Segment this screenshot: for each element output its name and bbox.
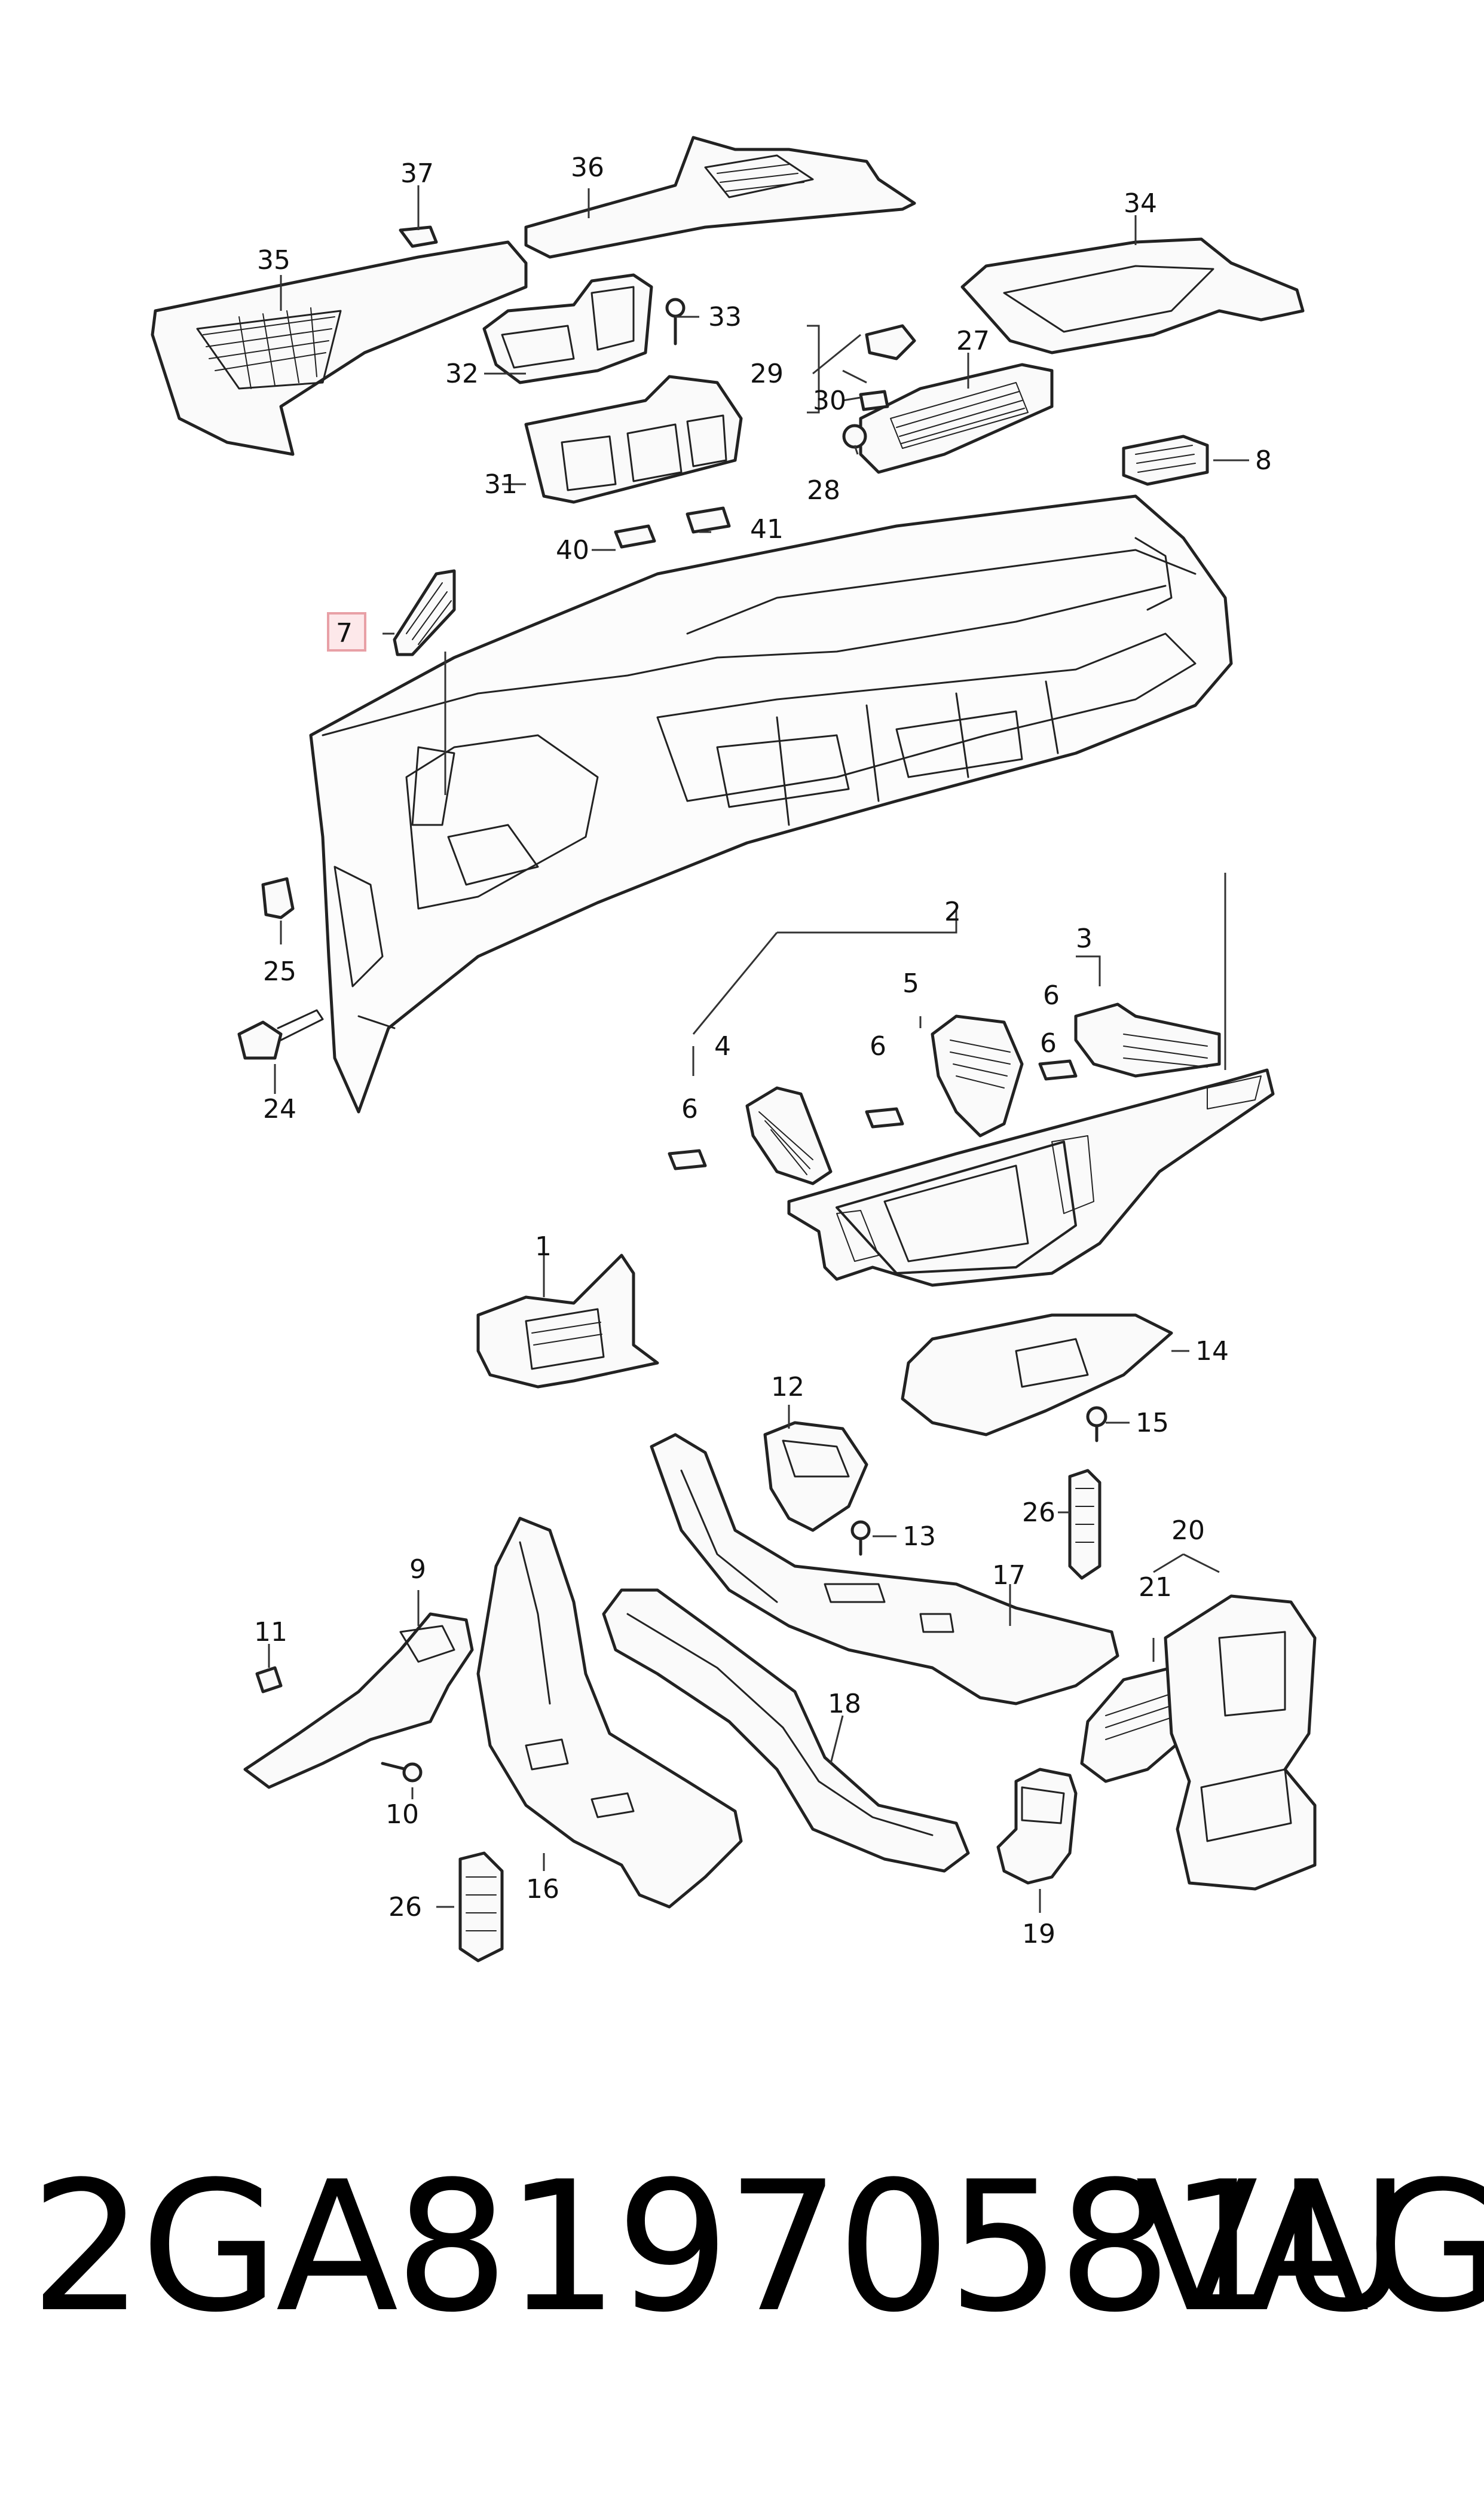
callout-35: 35 [257, 245, 290, 276]
callout-34: 34 [1124, 188, 1157, 219]
callout-6a: 6 [1043, 980, 1060, 1011]
part-14-cover [901, 1313, 1173, 1436]
part-6-clip-c [1038, 1059, 1078, 1081]
part-7-vent [393, 569, 456, 656]
callout-2: 2 [944, 897, 961, 927]
callout-8: 8 [1255, 445, 1272, 476]
callout-7: 7 [336, 618, 353, 649]
part-5-vent [931, 1014, 1024, 1138]
part-8-vent [1122, 435, 1209, 486]
part-40-clip [614, 524, 656, 549]
callout-28: 28 [807, 475, 840, 506]
callout-14: 14 [1195, 1336, 1229, 1367]
callout-33: 33 [708, 302, 742, 332]
callout-15: 15 [1136, 1408, 1169, 1438]
callout-3: 3 [1076, 924, 1093, 954]
callout-40: 40 [556, 535, 589, 565]
callout-25: 25 [263, 956, 296, 987]
part-25-clip [261, 877, 295, 919]
part-17-duct [650, 1433, 1119, 1705]
part-19-duct [996, 1768, 1078, 1885]
leader-lines [268, 185, 1249, 1913]
part-29-clip [865, 324, 916, 360]
part-32-air-duct [482, 273, 653, 384]
callout-17: 17 [992, 1560, 1026, 1591]
footer: 2GA81970581U VAG [0, 2128, 1484, 2367]
part-2-trim-panel [787, 1068, 1275, 1287]
callout-21: 21 [1139, 1572, 1172, 1603]
part-number: 2GA81970581U [30, 2143, 1410, 2352]
part-9-duct [243, 1612, 474, 1789]
part-30-clip [859, 390, 889, 411]
callout-13: 13 [902, 1521, 936, 1552]
highlight-box [327, 612, 366, 652]
part-24-switch [237, 1009, 324, 1060]
part-10-screw [381, 1762, 423, 1783]
part-15-screw [1086, 1406, 1107, 1442]
callout-29: 29 [750, 359, 784, 389]
part-6-clip-b [865, 1107, 904, 1129]
dashboard-main-body [309, 494, 1233, 1114]
callout-41: 41 [750, 514, 784, 545]
callout-10: 10 [385, 1799, 419, 1830]
part-26-vent-lower [458, 1851, 504, 1962]
part-1-vent [476, 1254, 659, 1389]
part-13-screw [850, 1520, 871, 1556]
part-35-cowl-panel-left [151, 240, 528, 456]
part-18-duct [602, 1588, 970, 1873]
callout-6c: 6 [681, 1094, 698, 1124]
callout-24: 24 [263, 1094, 296, 1124]
callout-20: 20 [1171, 1515, 1205, 1546]
part-16-duct [476, 1517, 743, 1909]
callout-9: 9 [409, 1554, 426, 1585]
brand-label: VAG [1136, 2143, 1484, 2352]
callout-4: 4 [714, 1031, 731, 1062]
callout-32: 32 [445, 359, 479, 389]
callout-37: 37 [400, 158, 434, 189]
callout-26b: 26 [388, 1892, 422, 1922]
part-28-nut [842, 424, 867, 449]
callout-36: 36 [571, 152, 604, 183]
callout-19: 19 [1022, 1919, 1055, 1949]
part-33-screw [665, 298, 686, 346]
part-41-clip [686, 506, 731, 534]
callout-31: 31 [484, 469, 518, 500]
callout-16: 16 [526, 1874, 559, 1904]
callout-1: 1 [535, 1231, 552, 1262]
callout-6b: 6 [870, 1031, 886, 1062]
part-4-vent [745, 1086, 833, 1185]
part-34-cover [960, 237, 1305, 354]
callout-12: 12 [771, 1372, 804, 1402]
part-12-duct [763, 1421, 868, 1532]
callout-5: 5 [902, 968, 919, 999]
callout-26a: 26 [1022, 1497, 1055, 1528]
part-3-vent [1074, 1002, 1221, 1078]
callout-30: 30 [813, 386, 846, 416]
part-26-vent-upper [1068, 1469, 1101, 1580]
part-31-tray [524, 375, 743, 504]
part-11-clip [255, 1666, 283, 1693]
part-6-clip-a [668, 1149, 707, 1170]
callout-27: 27 [956, 326, 990, 356]
part-20-rear-console [1164, 1594, 1317, 1891]
callout-11: 11 [254, 1617, 287, 1647]
callout-labels: 37 36 35 34 33 32 31 29 30 27 28 8 40 41… [254, 152, 1272, 1949]
part-37-clip [399, 225, 438, 248]
part-36-cowl-panel-right [524, 136, 916, 259]
part-27-grille [859, 363, 1054, 474]
callout-6d: 6 [1040, 1028, 1057, 1059]
callout-18: 18 [828, 1689, 861, 1719]
